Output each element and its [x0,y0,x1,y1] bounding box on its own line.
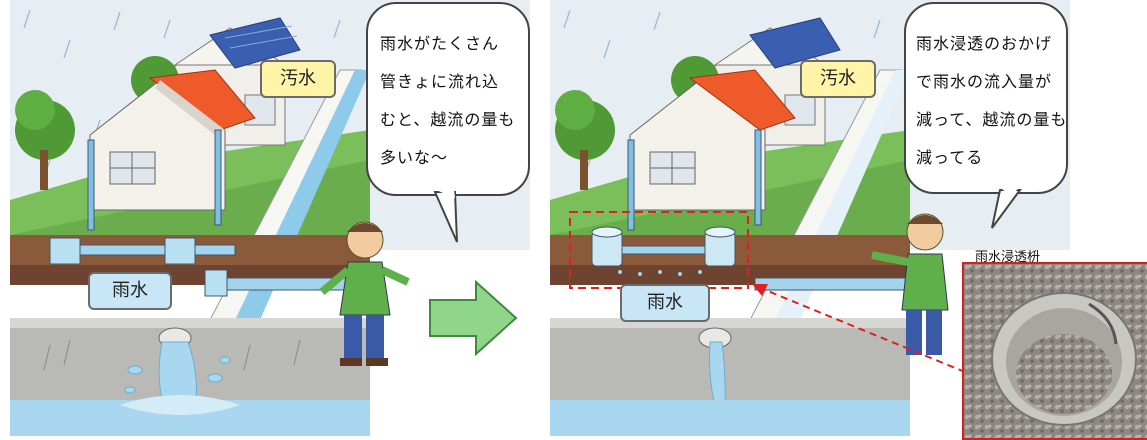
worried-man-figure [319,221,410,366]
speech-line-2: で雨水の流入量が [916,72,1053,91]
left-scene-panel: 汚水 雨水 雨水がたくさん 管きょに流れ込 むと、越流の量も 多いな〜 [10,0,530,436]
speech-line-3: むと、越流の量も [380,110,516,129]
speech-bubble [904,2,1068,194]
speech-line-1: 雨水がたくさん [380,34,500,53]
speech-bubble [366,2,530,196]
right-scene-illustration [550,0,1070,436]
right-scene-panel: 汚水 雨水 雨水浸透のおかげ で雨水の流入量が 減って、越流の量も 減ってる [550,0,1070,436]
photo-label: 雨水浸透枡 [975,250,1041,265]
rainwater-label: 雨水 [620,284,710,322]
sewage-label: 汚水 [260,60,336,98]
rainwater-label: 雨水 [88,272,172,310]
sewage-label: 汚水 [800,60,876,98]
speech-line-2: 管きょに流れ込 [380,72,500,91]
right-arrow-icon [429,279,518,357]
speech-line-4: 減ってる [916,148,984,167]
speech-line-1: 雨水浸透のおかげ [916,34,1053,53]
infiltration-basin-image [964,264,1147,438]
speech-line-3: 減って、越流の量も [916,110,1068,129]
transition-arrow [428,278,520,358]
speech-line-4: 多いな〜 [380,148,449,167]
infiltration-basin-photo [962,262,1147,440]
speech-bubble-tail [433,190,458,243]
speech-bubble-tail [991,188,1022,229]
